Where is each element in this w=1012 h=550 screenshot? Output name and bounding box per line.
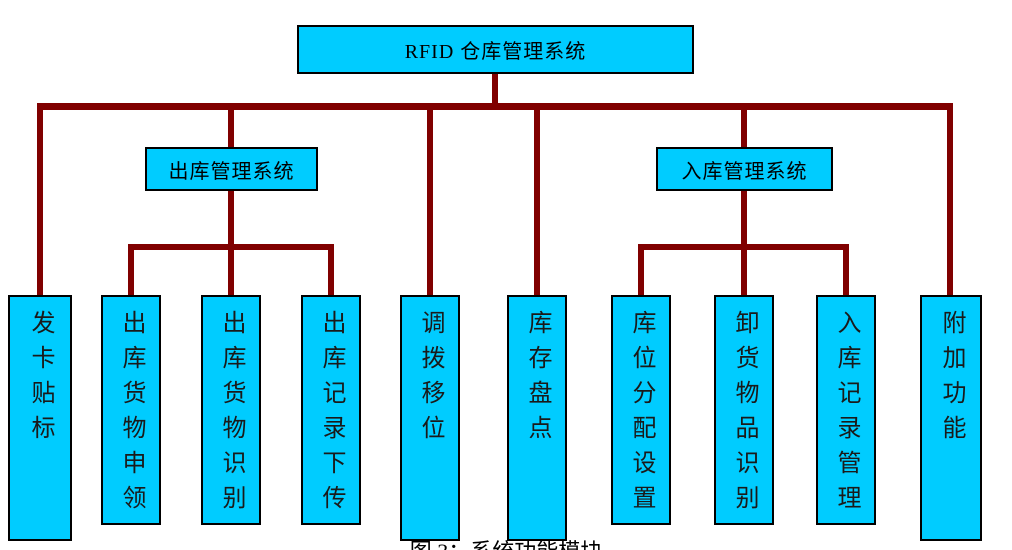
- branch-outbound-label: 出库管理系统: [168, 160, 295, 183]
- connector-main-bar: [37, 103, 953, 110]
- leaf-transfer-text: 调拨移位: [417, 310, 443, 450]
- connector-outbound-drop-1: [128, 244, 134, 295]
- leaf-slot-allocation-text: 库位分配设置: [628, 310, 654, 520]
- leaf-node-outbound-identify: 出库货物识别: [201, 295, 261, 525]
- leaf-node-additional: 附加功能: [920, 295, 982, 541]
- leaf-node-card-label: 发卡贴标: [8, 295, 72, 541]
- leaf-node-unload-identify: 卸货物品识别: [714, 295, 774, 525]
- connector-drop-inbound: [741, 103, 747, 149]
- connector-inbound-trunk: [741, 190, 747, 248]
- branch-node-outbound: 出库管理系统: [145, 147, 318, 191]
- leaf-inbound-record-text: 入库记录管理: [833, 310, 859, 520]
- leaf-node-outbound-download: 出库记录下传: [301, 295, 361, 525]
- leaf-node-inbound-record: 入库记录管理: [816, 295, 876, 525]
- connector-inbound-drop-1: [638, 244, 644, 295]
- leaf-stocktake-text: 库存盘点: [524, 310, 550, 450]
- root-node-label: RFID 仓库管理系统: [404, 41, 587, 63]
- connector-outbound-trunk: [228, 190, 234, 248]
- connector-drop-card-label: [37, 103, 43, 295]
- leaf-card-label-text: 发卡贴标: [27, 310, 53, 450]
- leaf-outbound-download-text: 出库记录下传: [318, 310, 344, 520]
- figure-caption: 图 3：系统功能模块: [0, 534, 1012, 550]
- leaf-outbound-identify-text: 出库货物识别: [218, 310, 244, 520]
- leaf-node-transfer: 调拨移位: [400, 295, 460, 541]
- connector-drop-outbound: [228, 103, 234, 149]
- leaf-node-stocktake: 库存盘点: [507, 295, 567, 541]
- leaf-unload-identify-text: 卸货物品识别: [731, 310, 757, 520]
- connector-outbound-drop-2: [228, 244, 234, 295]
- connector-inbound-drop-2: [741, 244, 747, 295]
- connector-inbound-drop-3: [843, 244, 849, 295]
- branch-node-inbound: 入库管理系统: [656, 147, 833, 191]
- connector-root-trunk: [492, 73, 498, 106]
- leaf-outbound-apply-text: 出库货物申领: [118, 310, 144, 520]
- connector-drop-stocktake: [534, 103, 540, 295]
- connector-drop-transfer: [427, 103, 433, 295]
- connector-drop-additional: [947, 103, 953, 295]
- root-node-rfid-system: RFID 仓库管理系统: [297, 25, 694, 74]
- leaf-node-outbound-apply: 出库货物申领: [101, 295, 161, 525]
- connector-outbound-drop-3: [328, 244, 334, 295]
- branch-inbound-label: 入库管理系统: [681, 160, 808, 183]
- leaf-node-slot-allocation: 库位分配设置: [611, 295, 671, 525]
- leaf-additional-text: 附加功能: [938, 310, 964, 450]
